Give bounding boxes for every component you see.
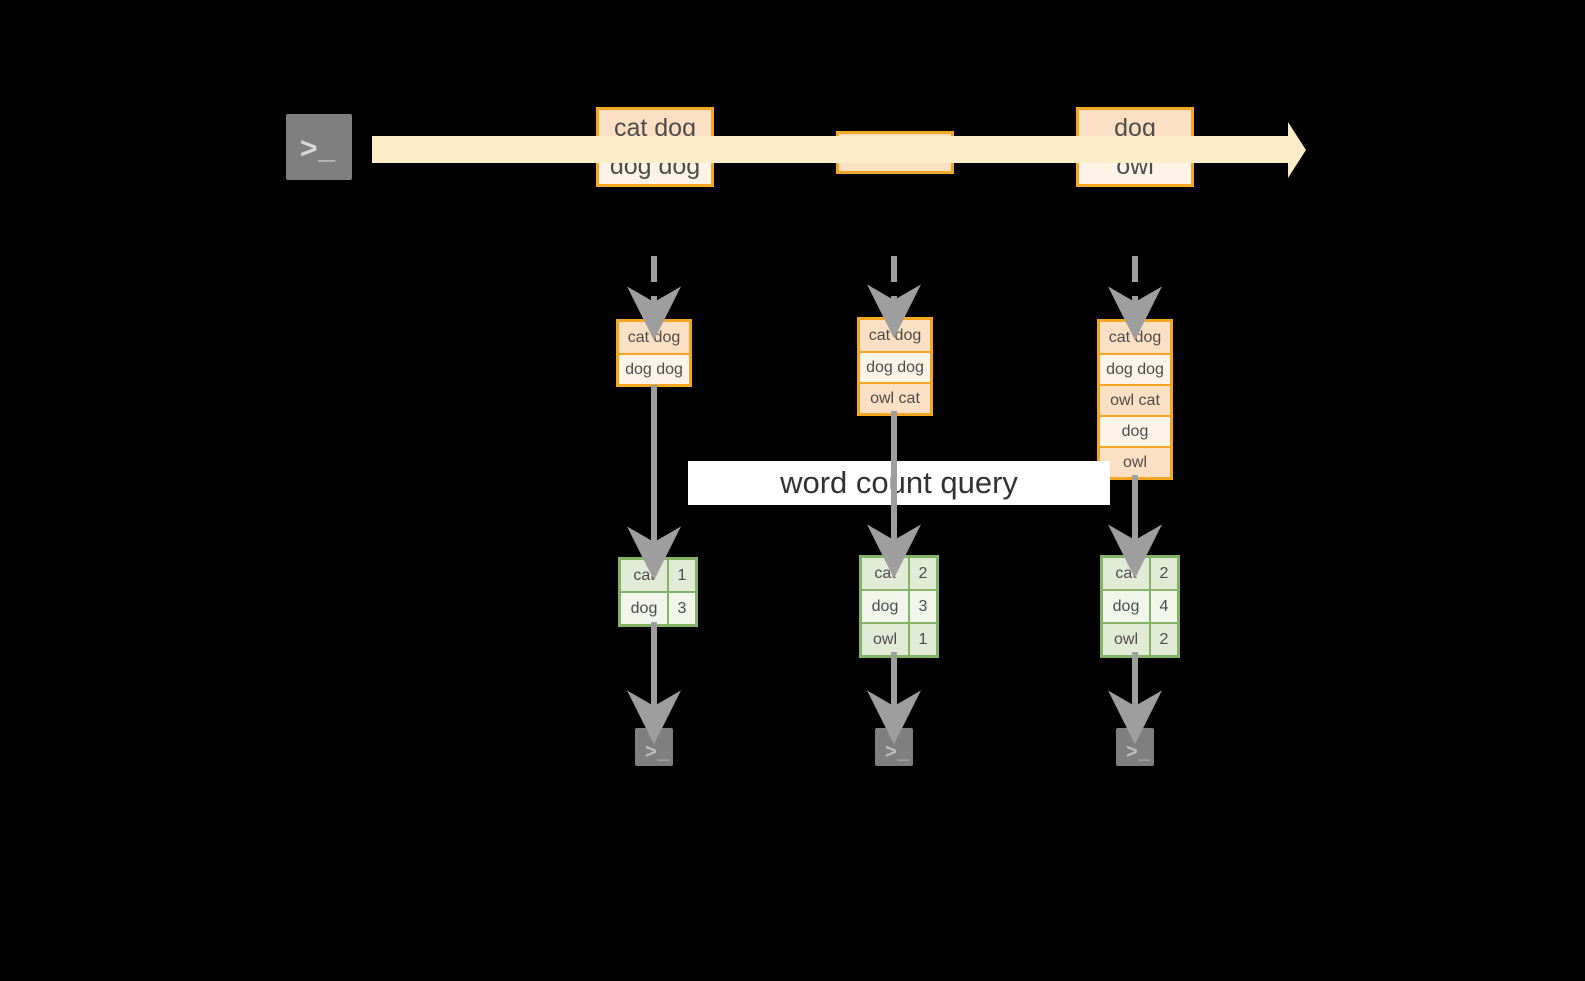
- input-row: dog: [1100, 415, 1170, 446]
- word-cell: dog: [621, 593, 667, 624]
- table-row: dog 3: [621, 591, 695, 624]
- word-cell: dog: [862, 591, 908, 622]
- query-label-text: word count query: [780, 465, 1018, 500]
- word-cell: owl: [1103, 624, 1149, 655]
- terminal-prompt-glyph: >_: [1126, 741, 1151, 763]
- input-row: owl: [1100, 446, 1170, 477]
- table-row: owl 2: [1103, 622, 1177, 655]
- count-cell: 3: [908, 591, 936, 622]
- stream-arrow: [372, 122, 1306, 178]
- terminal-prompt-glyph: >_: [885, 741, 910, 763]
- query-label-band: word count query: [688, 461, 1110, 505]
- input-row: owl cat: [1100, 384, 1170, 415]
- input-row: dog dog: [1100, 353, 1170, 384]
- source-terminal-icon[interactable]: >_: [276, 104, 362, 190]
- count-cell: 1: [908, 624, 936, 655]
- word-cell: dog: [1103, 591, 1149, 622]
- input-to-result-arrows: [627, 385, 1162, 581]
- terminal-prompt-glyph: >_: [645, 741, 670, 763]
- count-cell: 4: [1149, 591, 1177, 622]
- result-to-sink-arrows: [627, 622, 1162, 745]
- table-row: owl 1: [862, 622, 936, 655]
- count-cell: 3: [667, 593, 695, 624]
- input-row: owl cat: [860, 382, 930, 413]
- stream-to-input-arrows: [627, 256, 1162, 341]
- result-table-col2[interactable]: cat 2 dog 3 owl 1: [859, 555, 939, 658]
- input-row: dog dog: [860, 351, 930, 382]
- table-row: dog 3: [862, 589, 936, 622]
- terminal-prompt-glyph: >_: [300, 132, 337, 165]
- word-cell: owl: [862, 624, 908, 655]
- table-row: dog 4: [1103, 589, 1177, 622]
- count-cell: 2: [1149, 624, 1177, 655]
- input-row: dog dog: [619, 353, 689, 384]
- terminal-body: [286, 114, 352, 180]
